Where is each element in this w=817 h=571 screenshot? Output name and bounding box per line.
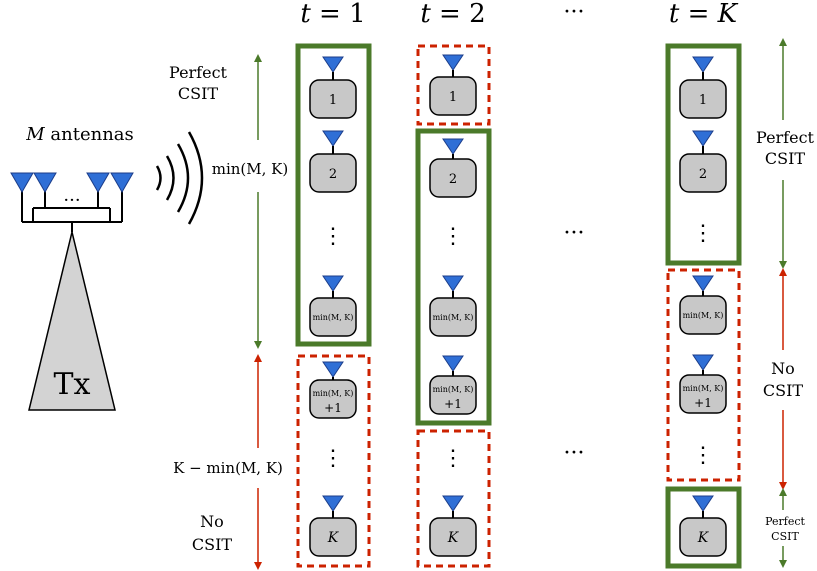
svg-text:2: 2	[329, 167, 337, 182]
user-1: 1	[309, 56, 357, 119]
right-small-perfect-csit-label: Perfect	[765, 515, 805, 528]
antenna-icon	[442, 138, 464, 155]
middle-dots-top: ···	[564, 221, 585, 246]
perfect-csit-group-box	[665, 43, 742, 266]
svg-text:min(M, K): min(M, K)	[313, 389, 354, 398]
right-perfect-csit-label-2: CSIT	[765, 149, 806, 168]
left-rest-label: K − min(M, K)	[173, 459, 283, 477]
user-1: 1	[429, 54, 477, 116]
antenna-count-label: M antennas	[25, 124, 134, 145]
user-K: K	[429, 495, 477, 557]
no-csit-group-box	[666, 268, 741, 482]
right-perfect-csit-label: Perfect	[756, 128, 815, 147]
user-2: 2	[679, 130, 727, 193]
left-no-csit-label-2: CSIT	[192, 535, 233, 554]
vertical-dots: ⋮	[322, 446, 344, 471]
svg-text:K: K	[447, 530, 460, 546]
column-t1: 1 2 ⋮ min(M, K) min(M, K) +1 ⋮ K	[295, 43, 372, 568]
tx-tower	[28, 231, 116, 411]
left-perfect-csit-label-2: CSIT	[178, 84, 219, 103]
header-dots: ···	[564, 0, 585, 25]
user-K: K	[309, 495, 357, 557]
user-min-plus-1: min(M, K) +1	[429, 355, 477, 415]
svg-text:1: 1	[699, 93, 707, 108]
svg-text:min(M, K): min(M, K)	[683, 311, 724, 320]
antenna-icon	[692, 275, 714, 292]
right-annotations: Perfect CSIT No CSIT Perfect CSIT	[756, 38, 815, 568]
antenna-icon	[322, 275, 344, 292]
header-t1: t = 1	[300, 0, 365, 29]
antenna-icon	[692, 495, 714, 512]
header-tK: t = K	[669, 0, 739, 29]
header-t2: t = 2	[420, 0, 485, 29]
antenna-icon	[692, 130, 714, 147]
svg-text:+1: +1	[324, 401, 342, 415]
antenna-icon	[322, 56, 344, 73]
vertical-dots: ⋮	[442, 224, 464, 249]
radio-waves-icon	[155, 131, 204, 225]
user-min-plus-1: min(M, K) +1	[309, 361, 357, 419]
user-1: 1	[679, 56, 727, 119]
antenna-icon	[322, 361, 344, 378]
right-no-csit-label: No	[771, 359, 795, 378]
tx-label: Tx	[54, 367, 91, 402]
user-min: min(M, K)	[429, 275, 477, 337]
svg-text:min(M, K): min(M, K)	[433, 385, 474, 394]
svg-text:K: K	[697, 530, 710, 546]
right-small-perfect-csit-label-2: CSIT	[771, 530, 799, 543]
antenna-icon	[442, 54, 464, 71]
perfect-csit-group-box	[415, 128, 492, 426]
no-csit-group-box	[296, 354, 371, 568]
svg-text:min(M, K): min(M, K)	[313, 313, 354, 322]
user-min: min(M, K)	[309, 275, 357, 337]
user-2: 2	[429, 138, 477, 198]
antenna-dots: ···	[63, 190, 80, 211]
svg-text:2: 2	[699, 167, 707, 182]
left-no-csit-label: No	[200, 512, 224, 531]
antenna-icon	[322, 130, 344, 147]
antenna-icon	[442, 355, 464, 372]
vertical-dots: ⋮	[322, 224, 344, 249]
perfect-csit-group-box	[665, 486, 742, 569]
antenna-icon	[692, 354, 714, 371]
left-annotations: Perfect CSIT min(M, K) K − min(M, K) No …	[169, 54, 289, 570]
svg-text:2: 2	[449, 172, 457, 187]
column-tK: 1 2 ⋮ min(M, K) min(M, K) +1 ⋮ K	[665, 43, 742, 569]
user-min-plus-1: min(M, K) +1	[679, 354, 727, 414]
right-no-csit-label-2: CSIT	[763, 381, 804, 400]
svg-text:1: 1	[329, 93, 337, 108]
middle-dots-bottom: ···	[564, 441, 585, 466]
user-min: min(M, K)	[679, 275, 727, 335]
antenna-icon	[692, 56, 714, 73]
left-min-label: min(M, K)	[212, 160, 289, 178]
vertical-dots: ⋮	[692, 443, 714, 468]
vertical-dots: ⋮	[692, 221, 714, 246]
antenna-icon	[322, 495, 344, 512]
antenna-icon	[442, 495, 464, 512]
transmitter: M antennas ··· Tx	[10, 124, 204, 411]
vertical-dots: ⋮	[442, 446, 464, 471]
svg-text:K: K	[327, 530, 340, 546]
svg-text:+1: +1	[444, 397, 462, 411]
column-t2: 1 2 ⋮ min(M, K) min(M, K) +1 ⋮ K	[415, 44, 492, 568]
no-csit-group-box	[416, 44, 491, 126]
left-perfect-csit-label: Perfect	[169, 63, 228, 82]
antenna-icon	[442, 275, 464, 292]
svg-text:min(M, K): min(M, K)	[433, 313, 474, 322]
antenna-icon	[10, 172, 134, 193]
svg-text:+1: +1	[694, 396, 712, 410]
no-csit-group-box	[416, 429, 491, 568]
svg-text:1: 1	[449, 90, 457, 105]
user-K: K	[679, 495, 727, 557]
user-2: 2	[309, 130, 357, 193]
svg-text:min(M, K): min(M, K)	[683, 384, 724, 393]
perfect-csit-group-box	[295, 43, 372, 347]
